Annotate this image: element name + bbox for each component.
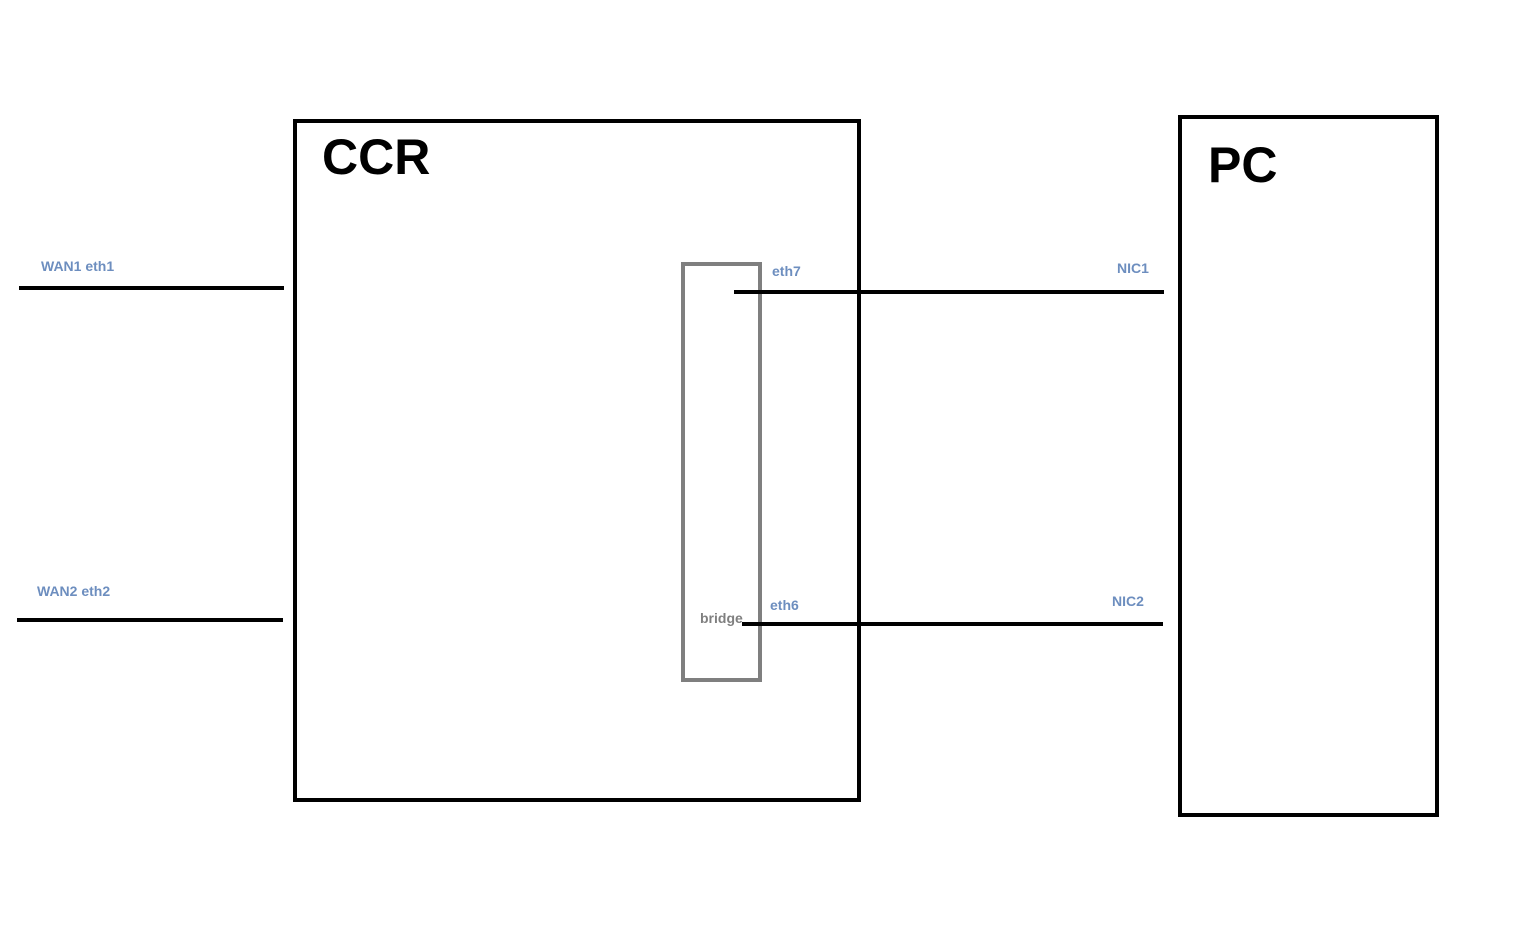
wan1-label: WAN1 eth1: [41, 258, 114, 274]
ccr-box: [293, 119, 861, 802]
wan2-label: WAN2 eth2: [37, 583, 110, 599]
nic1-label: NIC1: [1117, 260, 1149, 276]
ccr-title: CCR: [322, 129, 430, 185]
nic2-label: NIC2: [1112, 593, 1144, 609]
eth6-label: eth6: [770, 597, 799, 613]
pc-title: PC: [1208, 137, 1277, 193]
bridge-box: [681, 262, 762, 682]
bridge-label: bridge: [700, 610, 743, 626]
pc-box: [1178, 115, 1439, 817]
eth7-label: eth7: [772, 263, 801, 279]
